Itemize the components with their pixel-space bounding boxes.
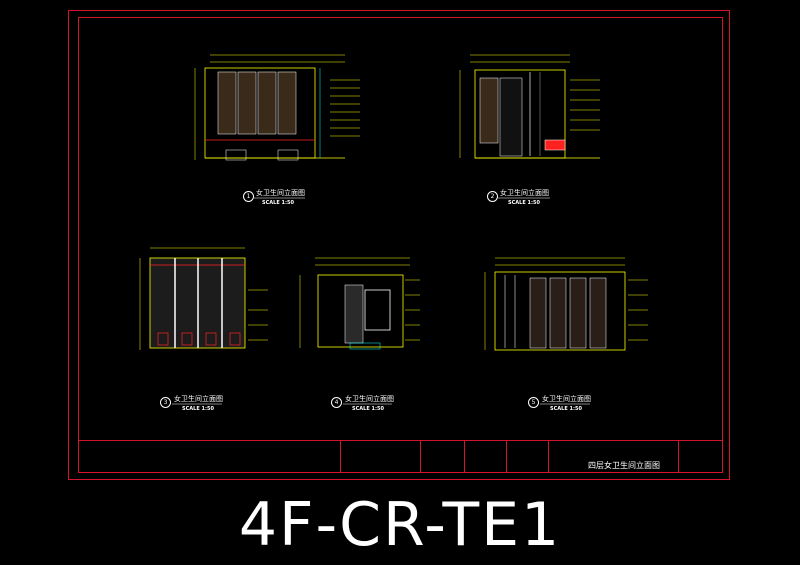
elevation-5-scale: SCALE 1:50 bbox=[550, 406, 582, 412]
title-block bbox=[78, 440, 723, 473]
elevation-3-number: 3 bbox=[160, 397, 171, 408]
elevation-1-drawing bbox=[194, 54, 360, 161]
elevation-4-scale: SCALE 1:50 bbox=[352, 406, 384, 412]
outer-frame bbox=[68, 10, 730, 480]
elevation-2-drawing bbox=[459, 54, 600, 159]
title-block-cell bbox=[420, 441, 464, 473]
elevation-2-title: 女卫生间立面图 bbox=[500, 189, 549, 197]
elevation-1-scale: SCALE 1:50 bbox=[262, 200, 294, 206]
elevation-3-drawing bbox=[139, 247, 268, 350]
inner-frame bbox=[78, 17, 723, 473]
sheet-code: 4F-CR-TE1 bbox=[238, 490, 562, 560]
elevation-4-title: 女卫生间立面图 bbox=[345, 395, 394, 403]
elevation-2-scale: SCALE 1:50 bbox=[508, 200, 540, 206]
title-block-cell bbox=[340, 441, 420, 473]
title-block-cell bbox=[464, 441, 506, 473]
elevation-4-number: 4 bbox=[331, 397, 342, 408]
elevation-1-title: 女卫生间立面图 bbox=[256, 189, 305, 197]
elevation-5-title: 女卫生间立面图 bbox=[542, 395, 591, 403]
title-block-cell bbox=[678, 441, 723, 473]
title-block-cell bbox=[548, 441, 678, 473]
elevation-2-number: 2 bbox=[487, 191, 498, 202]
elevation-5-number: 5 bbox=[528, 397, 539, 408]
elevation-3-title: 女卫生间立面图 bbox=[174, 395, 223, 403]
elevation-3-scale: SCALE 1:50 bbox=[182, 406, 214, 412]
elevation-5-drawing bbox=[484, 257, 648, 351]
elevation-1-number: 1 bbox=[243, 191, 254, 202]
drawing-name: 四层女卫生间立面图 bbox=[588, 461, 660, 470]
title-block-cell bbox=[506, 441, 548, 473]
elevation-4-drawing bbox=[299, 257, 420, 350]
